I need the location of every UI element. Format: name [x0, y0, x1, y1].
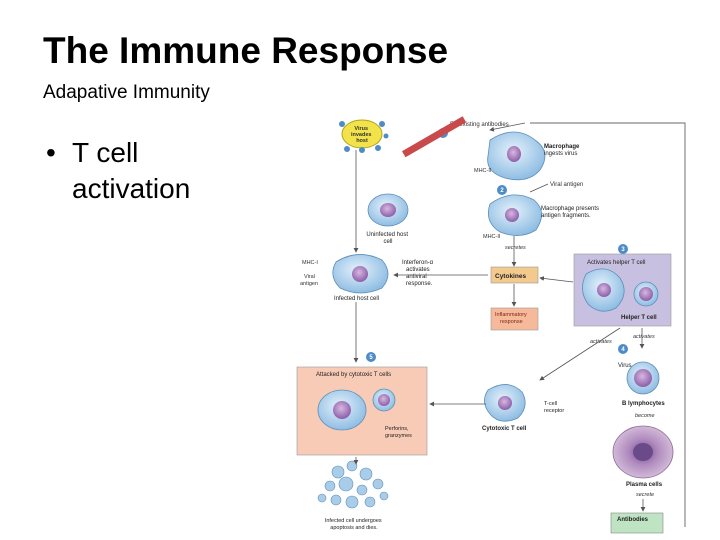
attacked-label: Attacked by cytotoxic T cells [316, 372, 391, 378]
uninfected-host-cell-icon [367, 193, 409, 227]
helper-t-cell-icon [582, 268, 659, 312]
secretes-1-label: secretes [505, 245, 526, 251]
antibodies-label: Antibodies [617, 517, 649, 523]
slide-subtitle: Adapative Immunity [43, 82, 210, 103]
virus-invades-host-label: Virus invades host [351, 126, 373, 144]
macrophage-label: Macrophage ingests virus [544, 144, 581, 157]
feedback-line [530, 122, 686, 527]
apoptosis-label: Infected cell undergoes apoptosis and di… [325, 518, 383, 531]
preexisting-antibodies-label: Preexisting antibodies [450, 122, 509, 128]
perforins-label: Perforins, granzymes [385, 426, 412, 439]
interferon-label: Interferon-α activates antiviral respons… [402, 260, 435, 287]
cytotoxic-t-cell-label: Cytotoxic T cell [482, 426, 527, 432]
step-3: 3 [621, 247, 625, 253]
cytokines-box [490, 266, 539, 284]
immune-response-diagram: Virus invades host Preexisting antibodie… [296, 116, 686, 534]
neutralized-virus-band [401, 116, 467, 158]
slide-title: The Immune Response [43, 30, 449, 71]
step-4: 4 [621, 347, 625, 353]
infected-host-cell-icon [332, 254, 389, 294]
mhc-ii-top-label: MHC-II [474, 168, 492, 174]
plasma-cells-label: Plasma cells [626, 482, 663, 488]
t-cell-receptor-label: T-cell receptor [544, 401, 564, 414]
inflammatory-box [490, 307, 539, 331]
macrophage-presents-icon [487, 194, 542, 236]
virus-invades-host-icon [339, 119, 389, 153]
macrophage-icon [487, 131, 546, 181]
viral-antigen-left-label: Viral antigen [300, 274, 318, 287]
activates-right-label: activates [633, 334, 655, 340]
activates-helper-label: Activates helper T cell [587, 260, 645, 266]
mhc-i-label: MHC-I [302, 260, 318, 266]
antibodies-box [610, 512, 664, 534]
plasma-cell-icon [612, 425, 674, 479]
macrophage-presents-label: Macrophage presents antigen fragments. [541, 206, 601, 219]
cytokines-label: Cytokines [495, 273, 526, 280]
inflammatory-label: Inflammatory response [495, 312, 528, 325]
step-5: 5 [369, 355, 373, 361]
cytotoxic-t-cell-icon [484, 384, 526, 422]
secrete-label: secrete [636, 492, 654, 498]
step-2: 2 [500, 188, 504, 194]
apoptosis-fragments-icon [317, 460, 389, 509]
activates-left-label: activates [590, 339, 612, 345]
helper-t-cell-label: Helper T cell [621, 315, 657, 321]
become-label: become [635, 413, 655, 419]
uninfected-host-cell-label: Uninfected host cell [366, 232, 409, 245]
mhc-ii-mid-label: MHC-II [483, 234, 501, 240]
infected-host-cell-label: Infected host cell [334, 296, 379, 302]
attacked-cell-icon [317, 388, 396, 431]
neutralized-virus-label: Neutralized virus [420, 171, 455, 196]
bullet-text: T cell activation [72, 137, 191, 204]
b-lymphocytes-label: B lymphocytes [622, 401, 665, 407]
virus-label: Virus [618, 363, 632, 369]
viral-antigen-top-label: Viral antigen [550, 182, 583, 188]
b-lymphocyte-icon [626, 361, 660, 395]
bullet-dot: • [46, 137, 56, 168]
